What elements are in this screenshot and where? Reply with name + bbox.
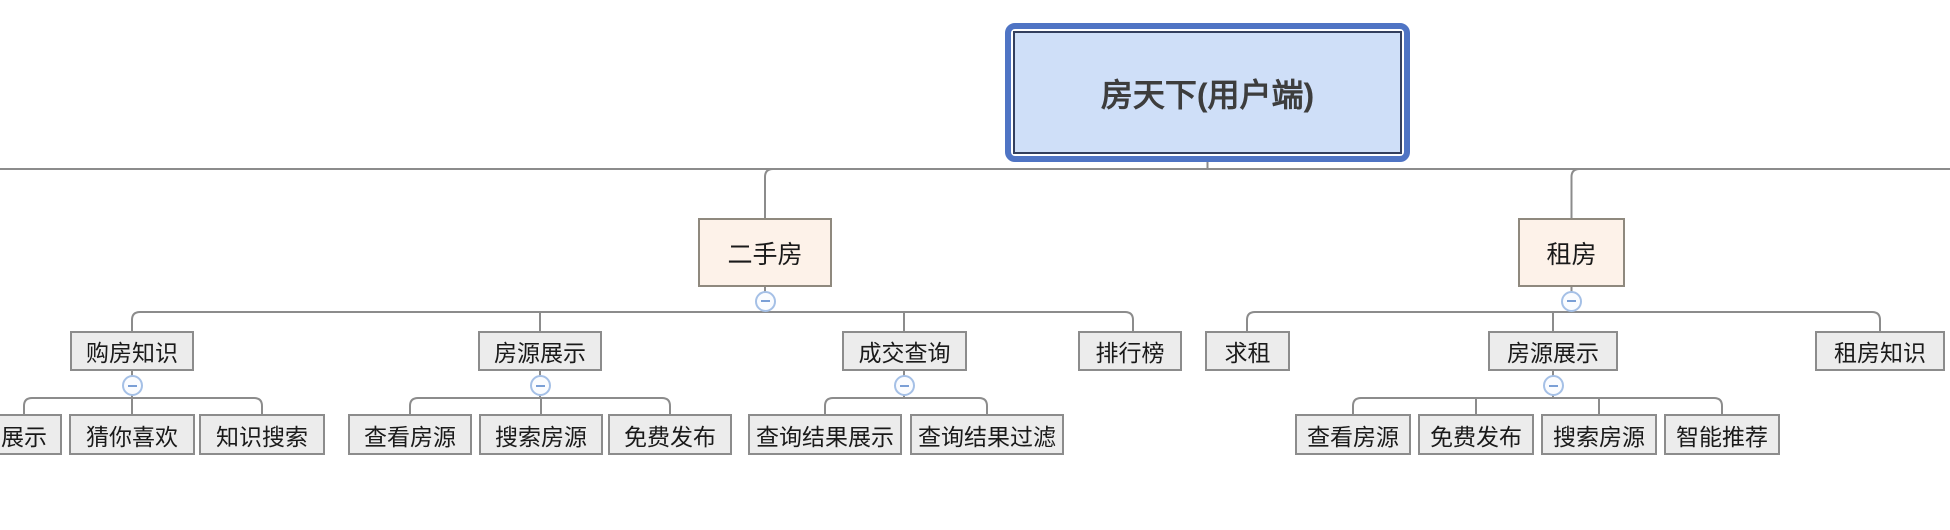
node-ranking[interactable]: 排行榜 <box>1078 331 1182 371</box>
node-view-listings-2[interactable]: 查看房源 <box>1295 414 1411 455</box>
minus-icon <box>760 300 770 302</box>
node-rent[interactable]: 租房 <box>1518 218 1625 287</box>
minus-icon <box>899 384 909 387</box>
node-deal-query[interactable]: 成交查询 <box>842 331 967 371</box>
collapse-button-listing-display-1[interactable] <box>529 375 551 396</box>
node-smart-recommend[interactable]: 智能推荐 <box>1664 414 1780 455</box>
minus-icon <box>1548 384 1558 387</box>
collapse-button-second-hand[interactable] <box>754 290 776 312</box>
node-second-hand[interactable]: 二手房 <box>698 218 832 287</box>
node-search-listings-2[interactable]: 搜索房源 <box>1541 414 1657 455</box>
node-buying-knowledge[interactable]: 购房知识 <box>70 331 194 371</box>
collapse-button-buying-knowledge[interactable] <box>121 375 143 396</box>
node-display[interactable]: 展示 <box>0 414 62 455</box>
node-listing-display-1[interactable]: 房源展示 <box>478 331 602 371</box>
node-query-result-filter[interactable]: 查询结果过滤 <box>910 414 1064 455</box>
collapse-button-rent[interactable] <box>1561 290 1582 312</box>
node-guess-you-like[interactable]: 猜你喜欢 <box>69 414 195 455</box>
node-view-listings-1[interactable]: 查看房源 <box>348 414 472 455</box>
minus-icon <box>1567 300 1576 302</box>
minus-icon <box>535 384 545 387</box>
node-rent-seeking[interactable]: 求租 <box>1205 331 1290 371</box>
root-node[interactable]: 房天下(用户端) <box>1005 23 1410 162</box>
node-free-publish-2[interactable]: 免费发布 <box>1418 414 1534 455</box>
node-query-result-display[interactable]: 查询结果展示 <box>748 414 902 455</box>
root-node-label: 房天下(用户端) <box>1013 31 1402 154</box>
node-listing-display-2[interactable]: 房源展示 <box>1488 331 1618 371</box>
node-free-publish-1[interactable]: 免费发布 <box>608 414 732 455</box>
node-rent-knowledge[interactable]: 租房知识 <box>1815 331 1945 371</box>
node-knowledge-search[interactable]: 知识搜索 <box>199 414 325 455</box>
minus-icon <box>127 384 137 387</box>
collapse-button-deal-query[interactable] <box>893 375 915 396</box>
collapse-button-listing-display-2[interactable] <box>1542 375 1564 396</box>
node-search-listings-1[interactable]: 搜索房源 <box>479 414 603 455</box>
